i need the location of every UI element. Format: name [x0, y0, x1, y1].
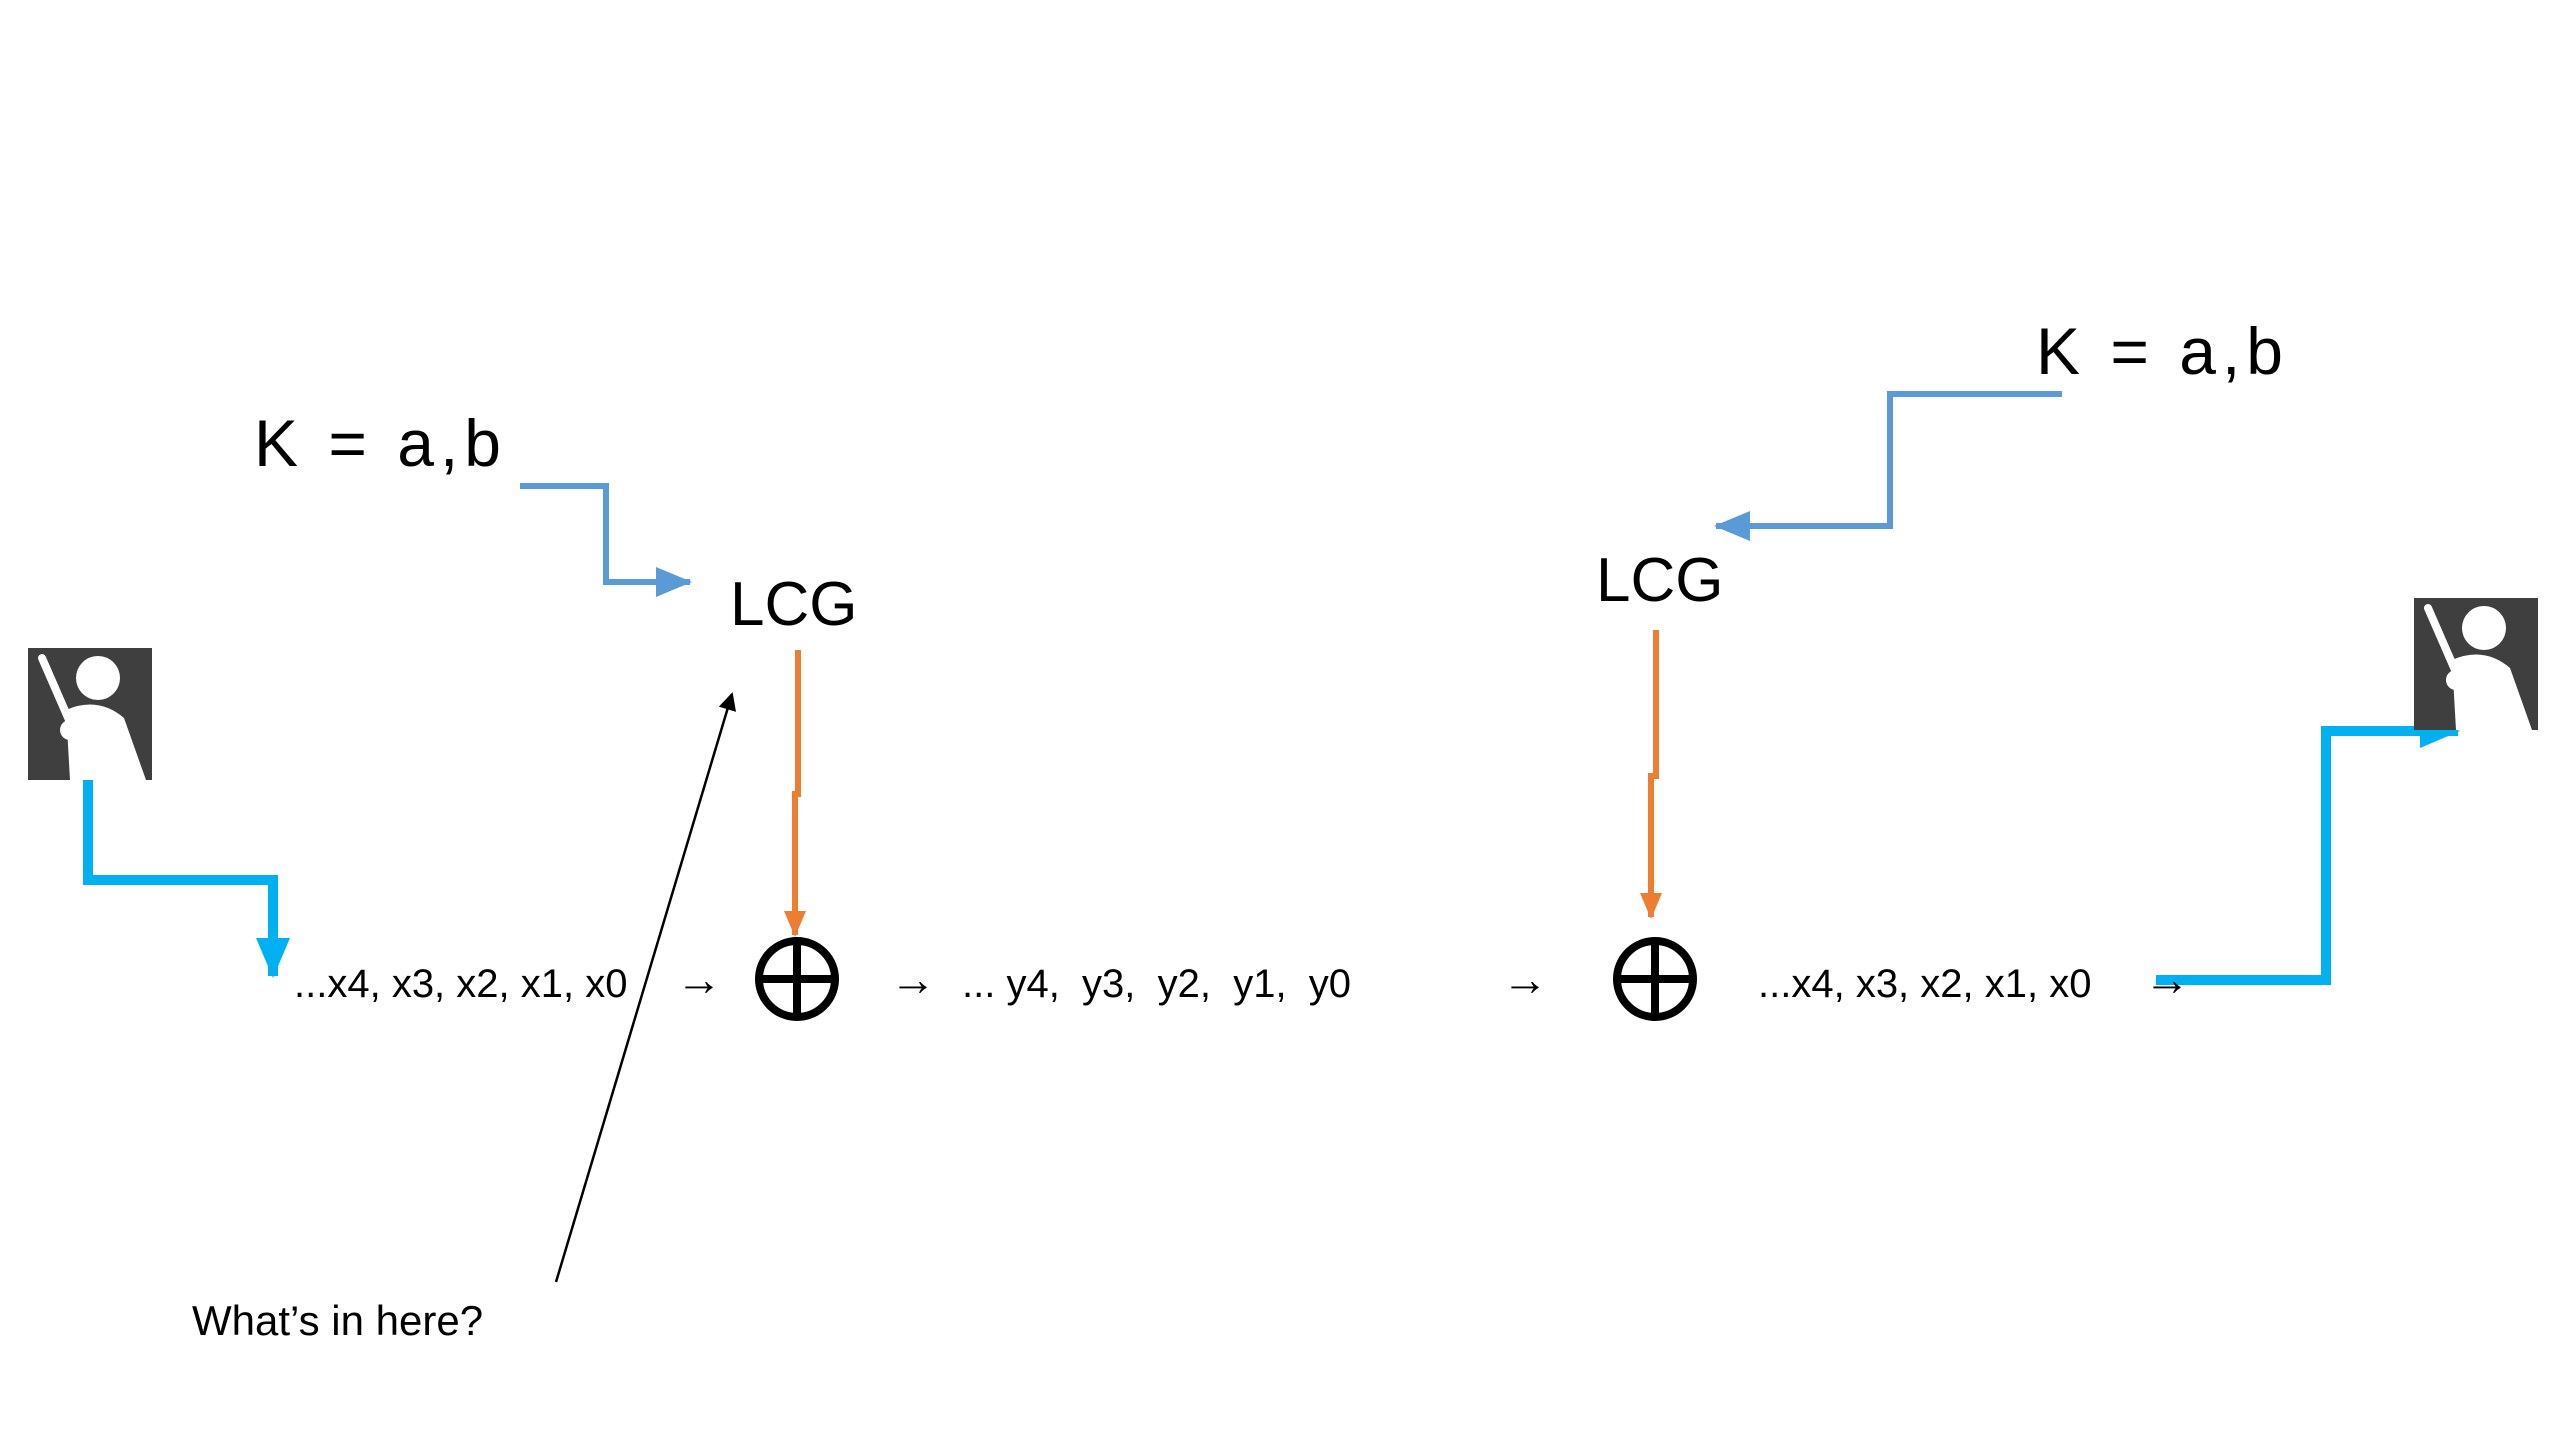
flow-arrow-plaintext-to-xor: →	[676, 953, 722, 1005]
receiver-data-connector	[2156, 714, 2460, 985]
user-icon	[38, 654, 146, 780]
left-plaintext-stream: ...x4, x3, x2, x1, x0	[294, 962, 628, 1006]
receiver-avatar	[2414, 598, 2538, 730]
right-keystream-connector	[1640, 630, 1662, 919]
sender-avatar	[28, 648, 152, 780]
right-lcg-label: LCG	[1596, 546, 1724, 615]
right-plaintext-stream: ...x4, x3, x2, x1, x0	[1758, 962, 2092, 1006]
right-key-label: K = a,b	[2036, 314, 2289, 388]
left-key-label: K = a,b	[254, 406, 507, 480]
left-lcg-label: LCG	[730, 570, 858, 639]
ciphertext-stream: ... y4, y3, y2, y1, y0	[962, 962, 1352, 1006]
left-xor-operator	[755, 937, 839, 1021]
right-key-connector	[1714, 391, 2062, 541]
annotation-pointer	[554, 692, 737, 1283]
user-icon	[2424, 604, 2532, 730]
sender-data-connector	[83, 780, 290, 978]
right-xor-operator	[1613, 937, 1697, 1021]
flow-arrow-xor-to-ciphertext: →	[890, 953, 936, 1005]
flow-arrow-xor-to-output: →	[2144, 953, 2190, 1005]
annotation-text: What’s in here?	[192, 1297, 484, 1344]
flow-arrow-ciphertext-to-xor: →	[1502, 953, 1548, 1005]
left-key-connector	[520, 483, 692, 597]
left-keystream-connector	[784, 650, 806, 937]
